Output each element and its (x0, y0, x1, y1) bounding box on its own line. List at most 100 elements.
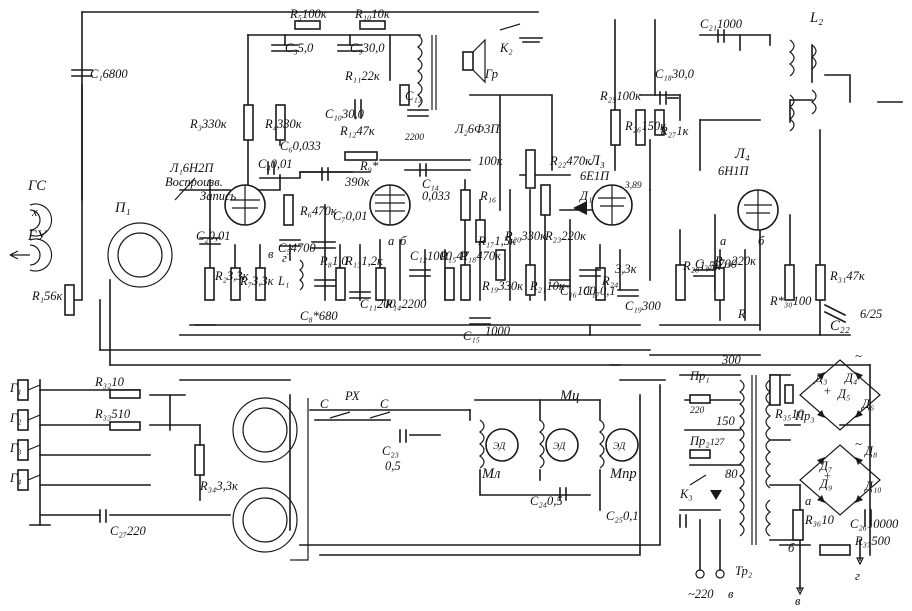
label-c19: C₁₉300 (625, 299, 662, 313)
label-c17: C₁₇0,1 (583, 284, 616, 298)
capacitors (71, 29, 872, 528)
label-c21: C₂₁1000 (700, 17, 743, 31)
label-c11: C₁₁200 (360, 297, 397, 311)
label-r25: R₂₅100к (599, 89, 641, 103)
label-r12: R₁₂47к (339, 124, 375, 138)
label-c15: C₁₅ (463, 329, 480, 343)
label-c27: C₂₇220 (110, 524, 147, 538)
label-c14-value: 0,033 (422, 189, 450, 203)
label-l4-b: б (758, 234, 765, 248)
label-c6: C₆0,033 (280, 139, 321, 153)
label-r26: R₂₆150к (624, 119, 666, 133)
label-c23-value: 0,5 (385, 459, 401, 473)
label-c18: C₁₈30,0 (655, 67, 695, 81)
label-r24-value: 3,3к (614, 262, 637, 276)
label-300v: 300 (721, 353, 742, 367)
label-r28: R₂₈1,5к (682, 259, 721, 273)
transformers-coils (299, 34, 817, 545)
label-r30: R*₃₀100 (769, 294, 812, 308)
label-r19: R₁₉330к (481, 279, 523, 293)
label-c9: C₉30,0 (350, 41, 385, 55)
label-r9-value: 390к (344, 175, 370, 189)
label-c5: C₅4700 (278, 241, 316, 255)
label-d7: Д₇ (819, 459, 832, 473)
label-r17: R₁₇1,5к (477, 234, 516, 248)
label-c8: C₈*680 (300, 309, 338, 323)
motors (479, 419, 639, 469)
label-r-bare: R (737, 307, 746, 321)
label-d4: Д₄ (844, 371, 857, 385)
label-ed-right: ЭД (613, 442, 626, 452)
label-c25: C₂₅0,1 (606, 509, 639, 523)
label-c15-value: 1000 (485, 324, 511, 338)
label-tilde-lower: ~ (855, 437, 862, 451)
label-g4: Г₄ (9, 471, 21, 485)
label-l2-a: а (388, 234, 394, 248)
label-150v: 150 (716, 414, 736, 428)
label-r1: R₁56к (31, 289, 62, 303)
label-gs: ГС (27, 178, 46, 194)
label-r14: R₁₄2200 (384, 297, 427, 311)
label-c7: C₇0,01 (333, 209, 368, 223)
label-r16-value: 100к (478, 154, 503, 168)
label-r10: R₁₀10к (354, 7, 390, 21)
label-pr2-value: 127 (710, 438, 726, 448)
label-r36: R₃₆10 (804, 513, 835, 527)
switches (107, 23, 707, 561)
label-c16: C₁₆100 (560, 284, 597, 298)
label-c22-value: 6/25 (860, 307, 882, 321)
label-c14: C₁₄ (422, 177, 439, 191)
label-tr2: Тр₂ (735, 564, 753, 578)
label-tube-l3-type: 6Е1П (580, 169, 610, 183)
label-r37: R₃₇500 (854, 534, 891, 548)
label-r8: R₈1,0 (319, 254, 348, 268)
label-c23: C₂₃ (382, 444, 399, 458)
label-l1-g: г (282, 251, 287, 265)
label-d8: Д₈ (864, 444, 877, 458)
label-tube-l1: Л₁6Н2П (169, 161, 214, 175)
component-labels: C₁6800 R₅100к R₁₀10к C₃5,0 C₉30,0 К₂ Гр … (9, 7, 899, 608)
label-g2: Г₂ (9, 411, 22, 425)
wiring (39, 11, 871, 591)
label-d10: Д₁₀ (864, 479, 882, 493)
ground-symbols (29, 34, 903, 526)
label-c13-value: 2200 (405, 133, 424, 143)
label-d3: Д₃ (814, 371, 827, 385)
label-389: 3,89 (624, 181, 642, 191)
label-c26: C₂₆10000 (850, 517, 899, 531)
label-r13: R₁₃1,2к (344, 254, 383, 268)
label-r35: R₃₅10 (774, 407, 805, 421)
label-r33: R₃₃510 (94, 407, 131, 421)
label-r27: R₂₇1к (659, 124, 689, 138)
label-c-left: С (320, 397, 329, 411)
label-c22: C₂₂ (830, 318, 850, 334)
label-tube-l4: Л₄ (734, 146, 750, 162)
label-r34: R₃₄3,3к (199, 479, 238, 493)
label-tube-l4-type: 6Н1П (718, 164, 750, 178)
label-r32: R₃₂10 (94, 375, 125, 389)
label-c12: C₁₂1000 (410, 249, 453, 263)
label-node-v: в (795, 594, 801, 608)
label-k2: К₂ (499, 41, 513, 55)
label-mc: Мц (559, 388, 579, 404)
label-g1: Г₁ (9, 381, 21, 395)
label-r20: R₂₀330к (504, 229, 546, 243)
heads-connectors (9, 38, 864, 596)
label-80v: 80 (725, 467, 738, 481)
label-r4: R₄330к (264, 117, 302, 131)
label-node-g: г (855, 569, 860, 583)
label-c1: C₁6800 (90, 67, 128, 81)
label-d1: Д₁ (579, 189, 592, 203)
label-plus-lower: + (823, 469, 831, 483)
label-r16: R₁₆ (479, 189, 496, 203)
label-d6: Д₆ (861, 397, 874, 411)
label-c13: C₁₃ (405, 89, 422, 103)
label-l2: L₂ (809, 10, 823, 26)
label-r21: R₂₁10к (529, 279, 565, 293)
label-tilde-upper: ~ (855, 349, 862, 363)
label-r15: R₁₅47 (439, 249, 470, 263)
label-pr1: Пр₁ (689, 369, 710, 383)
label-r24: R₂₄ (601, 274, 618, 288)
label-playback: Воспроизв. (165, 175, 223, 189)
